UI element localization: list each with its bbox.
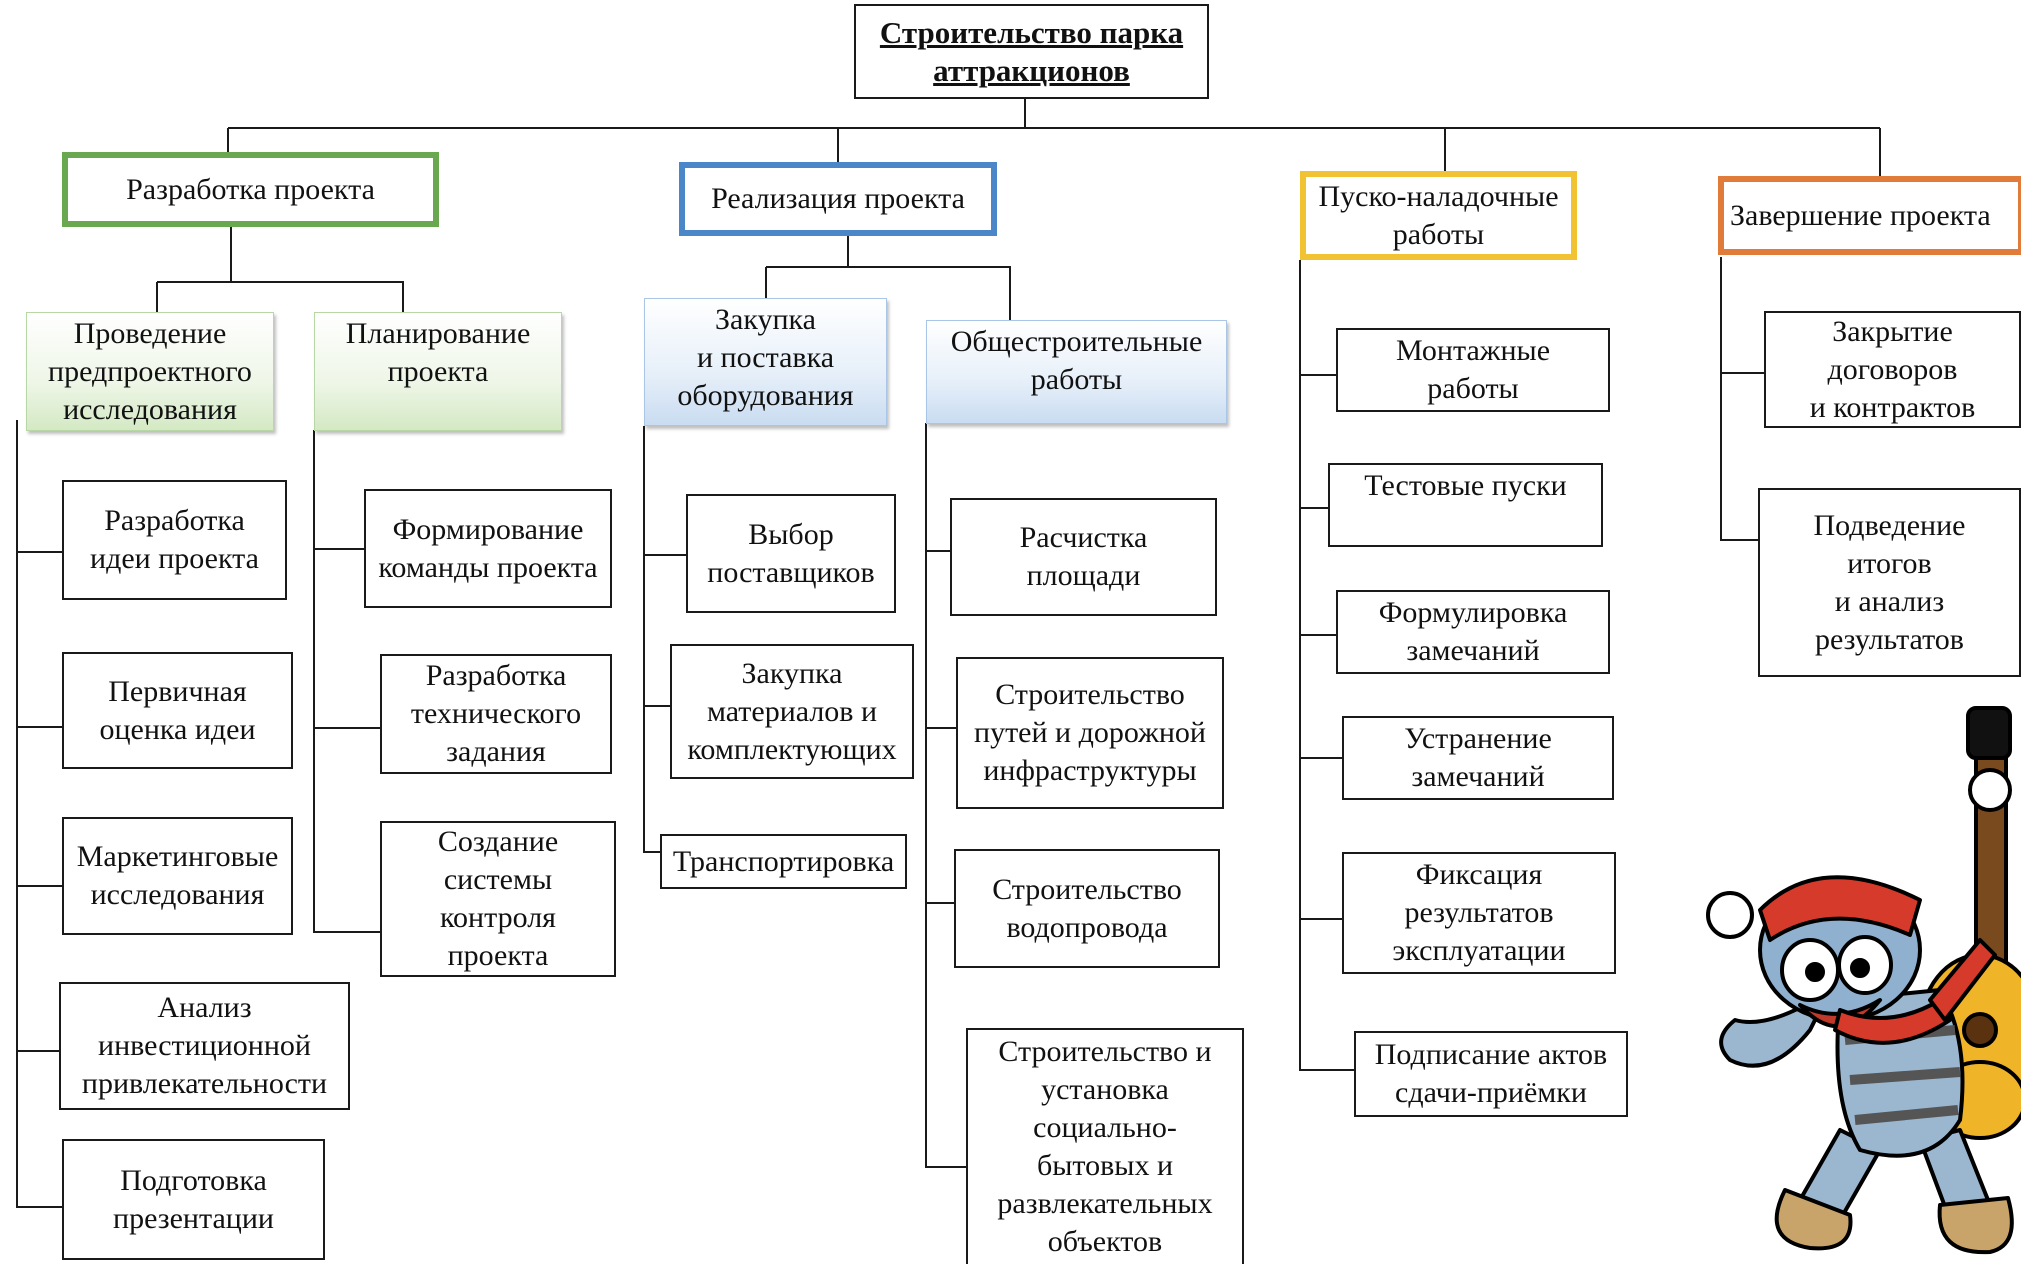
task-box: Подписание актов сдачи-приёмки xyxy=(1354,1031,1628,1117)
subgroup-title: Закупка и поставка оборудования xyxy=(677,303,854,412)
subgroup-general-construction: Общестроительные работы xyxy=(926,320,1227,424)
root-title: Строительство парка аттракционов xyxy=(879,14,1184,88)
task-label: Разработка технического задания xyxy=(410,659,582,768)
task-box: Монтажные работы xyxy=(1336,328,1610,412)
task-box: Строительство водопровода xyxy=(954,849,1220,968)
task-label: Разработка идеи проекта xyxy=(90,504,259,575)
task-box: Формирование команды проекта xyxy=(364,489,612,608)
task-label: Первичная оценка идеи xyxy=(99,674,256,746)
cartoon-cat-guitar-illustration xyxy=(1706,706,2021,1255)
task-box: Транспортировка xyxy=(660,834,907,889)
subgroup-project-planning: Планирование проекта xyxy=(314,312,562,431)
task-box: Выбор поставщиков xyxy=(686,494,896,613)
task-label: Монтажные работы xyxy=(1395,334,1551,405)
task-box: Разработка идеи проекта xyxy=(62,480,287,600)
subgroup-title: Планирование проекта xyxy=(345,317,531,388)
task-box: Создание системы контроля проекта xyxy=(380,821,616,977)
task-label: Формирование команды проекта xyxy=(378,512,598,584)
task-label: Тестовые пуски xyxy=(1364,469,1567,502)
task-box: Закрытие договоров и контрактов xyxy=(1764,311,2021,428)
task-box: Устранение замечаний xyxy=(1342,716,1614,800)
task-box: Строительство и установка социально- быт… xyxy=(966,1028,1244,1264)
phase-implementation: Реализация проекта xyxy=(679,162,997,236)
phase-development: Разработка проекта xyxy=(62,152,439,227)
task-box: Подготовка презентации xyxy=(62,1139,325,1260)
subgroup-equipment-procurement: Закупка и поставка оборудования xyxy=(644,298,887,426)
task-label: Подготовка презентации xyxy=(113,1163,274,1235)
task-label: Транспортировка xyxy=(672,844,895,878)
phase-commissioning-title: Пуско-наладочные работы xyxy=(1318,179,1559,251)
phase-development-title: Разработка проекта xyxy=(126,172,375,206)
task-label: Закупка материалов и комплектующих xyxy=(687,656,897,766)
phase-commissioning: Пуско-наладочные работы xyxy=(1300,171,1577,260)
task-label: Устранение замечаний xyxy=(1404,722,1552,793)
task-label: Строительство путей и дорожной инфрастру… xyxy=(974,678,1206,787)
task-label: Подведение итогов и анализ результатов xyxy=(1813,508,1966,656)
subgroup-title: Проведение предпроектного исследования xyxy=(48,317,252,426)
task-box: Строительство путей и дорожной инфрастру… xyxy=(956,657,1224,809)
task-box: Расчистка площади xyxy=(950,498,1217,616)
task-label: Анализ инвестиционной привлекательности xyxy=(81,991,328,1100)
task-box: Подведение итогов и анализ результатов xyxy=(1758,488,2021,677)
task-label: Создание системы контроля проекта xyxy=(437,825,559,972)
task-box: Фиксация результатов эксплуатации xyxy=(1342,852,1616,974)
task-label: Расчистка площади xyxy=(1019,521,1148,592)
task-label: Строительство и установка социально- быт… xyxy=(997,1035,1213,1258)
task-box: Закупка материалов и комплектующих xyxy=(670,644,914,779)
task-label: Фиксация результатов эксплуатации xyxy=(1392,858,1566,967)
task-box: Формулировка замечаний xyxy=(1336,590,1610,674)
phase-completion-title: Завершение проекта xyxy=(1730,198,1991,232)
task-label: Формулировка замечаний xyxy=(1378,596,1568,667)
task-box: Тестовые пуски xyxy=(1328,463,1603,547)
task-label: Маркетинговые исследования xyxy=(76,840,279,911)
task-box: Анализ инвестиционной привлекательности xyxy=(59,982,350,1110)
phase-completion: Завершение проекта xyxy=(1718,176,2021,255)
task-box: Разработка технического задания xyxy=(380,654,612,774)
task-label: Закрытие договоров и контрактов xyxy=(1809,314,1976,424)
task-box: Первичная оценка идеи xyxy=(62,652,293,769)
phase-implementation-title: Реализация проекта xyxy=(711,182,965,215)
task-label: Строительство водопровода xyxy=(992,872,1182,944)
subgroup-preproject-research: Проведение предпроектного исследования xyxy=(26,312,274,431)
subgroup-title: Общестроительные работы xyxy=(950,325,1203,396)
task-label: Подписание актов сдачи-приёмки xyxy=(1374,1038,1608,1109)
task-label: Выбор поставщиков xyxy=(707,517,875,589)
task-box: Маркетинговые исследования xyxy=(62,817,293,935)
root-node: Строительство парка аттракционов xyxy=(854,4,1209,99)
